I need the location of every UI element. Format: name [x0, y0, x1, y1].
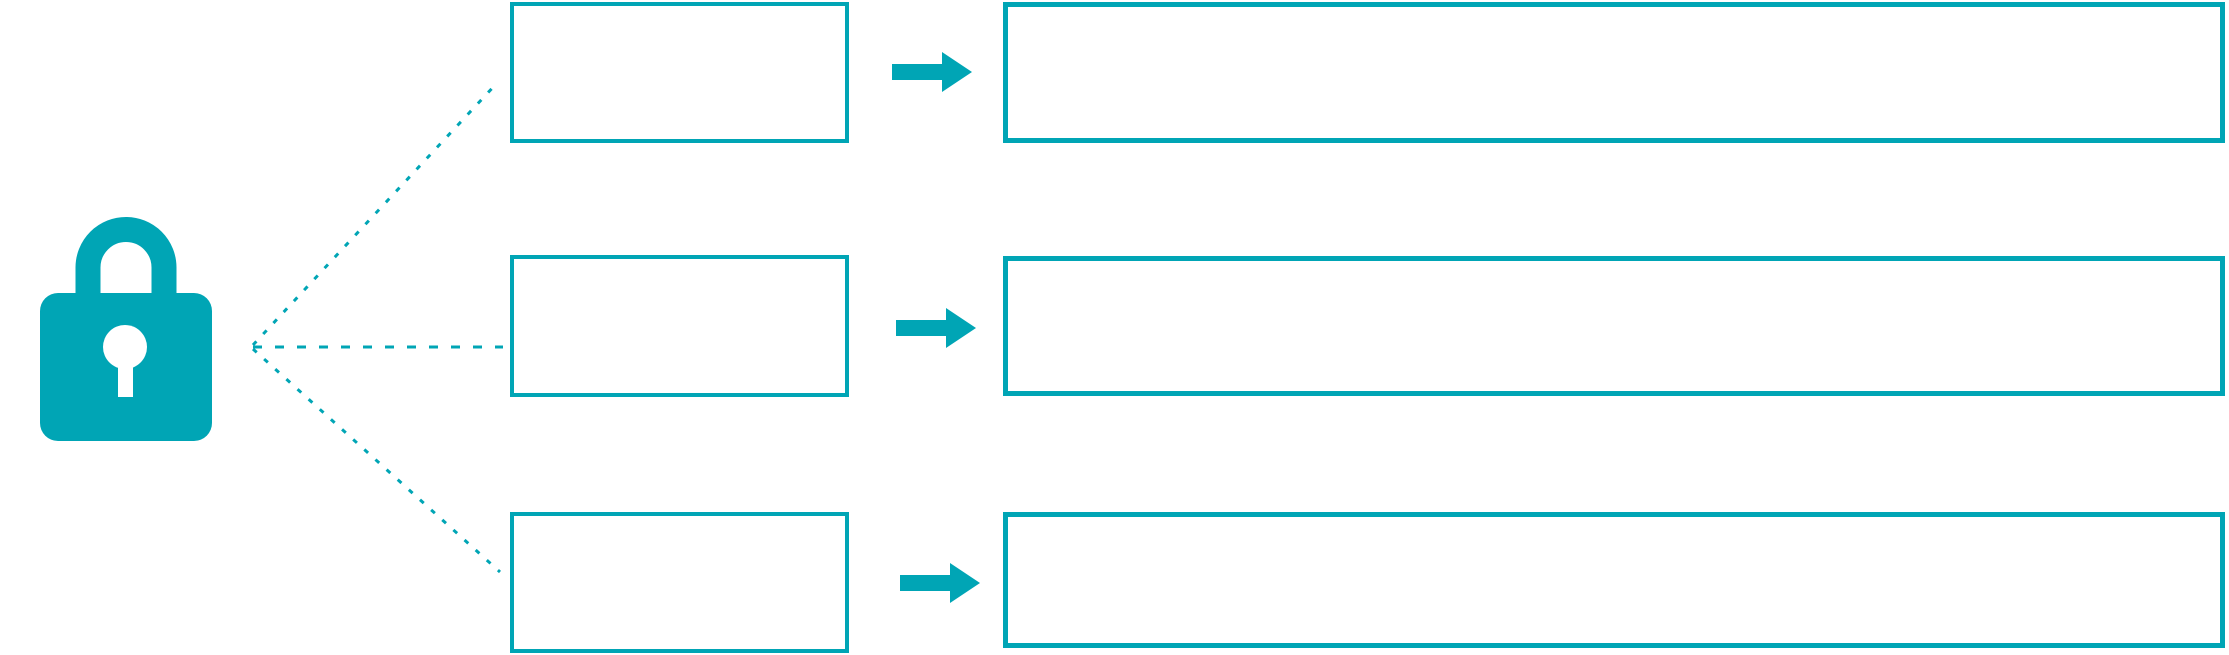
small-box-3	[510, 512, 849, 653]
connector-line-bottom	[251, 347, 502, 574]
arrow-right-icon	[896, 308, 976, 348]
large-box-1	[1003, 2, 2225, 143]
connector-line-top	[251, 81, 499, 347]
lock-keyhole-circle	[103, 325, 147, 369]
lock-shackle	[75, 217, 177, 330]
small-box-2	[510, 255, 849, 397]
large-box-2	[1003, 256, 2225, 396]
arrow-right-shape	[900, 563, 980, 603]
arrow-right-icon	[892, 52, 972, 92]
small-box-1	[510, 2, 849, 143]
arrow-right-icon	[900, 563, 980, 603]
arrow-right-shape	[896, 308, 976, 348]
lock-icon	[40, 217, 212, 441]
lock-keyhole-stem	[118, 354, 133, 397]
large-box-3	[1003, 512, 2225, 648]
arrow-right-shape	[892, 52, 972, 92]
